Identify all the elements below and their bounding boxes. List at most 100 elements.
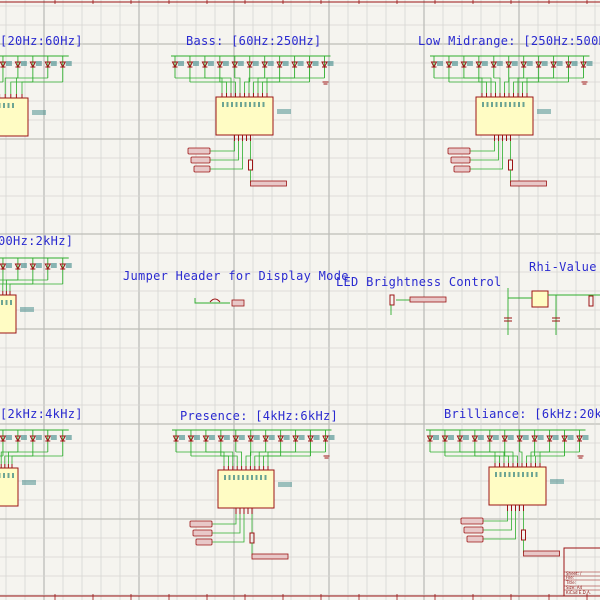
vu-meter-block [0, 429, 72, 507]
label-led-brightness: LED Brightness Control [336, 275, 502, 289]
wire [483, 511, 508, 522]
ground-symbol [581, 81, 588, 85]
ic-pin-label [526, 472, 529, 477]
wire [4, 455, 33, 464]
ic-pin-label [12, 473, 14, 478]
wire [253, 81, 280, 93]
ic-pin-label [3, 103, 5, 108]
led-reference [20, 61, 27, 66]
vu-meter-block [171, 55, 334, 187]
wire [2, 283, 33, 291]
led-reference [433, 435, 439, 440]
hierarchical-label [189, 520, 213, 528]
vu-meter-block [426, 429, 589, 557]
led-reference [192, 61, 199, 66]
wire [430, 451, 496, 463]
ic-pin-label [10, 300, 12, 305]
led-symbol [430, 61, 438, 69]
led-reference [313, 435, 320, 440]
led-reference [283, 435, 290, 440]
led-symbol [59, 61, 67, 69]
resistor [508, 159, 513, 171]
wire [517, 77, 554, 93]
wire [6, 279, 48, 291]
led-symbol [44, 435, 52, 443]
ic-pin-label [228, 475, 231, 480]
led-symbol [29, 263, 37, 271]
led-reference [5, 61, 12, 66]
led-symbol [29, 61, 37, 69]
wire [470, 141, 503, 170]
wire [513, 81, 539, 93]
hierarchical-label [190, 156, 211, 164]
led-reference [567, 435, 574, 440]
ic-pin-label [264, 475, 267, 480]
led-symbol [520, 61, 528, 69]
ground-symbol [577, 455, 584, 459]
wire [478, 81, 496, 93]
led-symbol [231, 61, 239, 69]
label-rhi-value: Rhi-Value C [529, 260, 600, 274]
wire [4, 77, 18, 94]
led-reference [268, 435, 275, 440]
section-title-brilliance: Brilliance: [6kHz:20kHz] [444, 407, 600, 421]
wire [535, 455, 565, 463]
led-reference [586, 61, 593, 66]
led-symbol [14, 61, 22, 69]
led-reference [238, 435, 245, 440]
potentiometer [588, 295, 594, 307]
led-symbol [171, 61, 179, 69]
ic-pin-label [531, 472, 533, 477]
led-symbol [322, 435, 329, 443]
led-reference [507, 435, 514, 440]
title-block-sheet: Sheet: / [566, 571, 582, 576]
wire [504, 81, 509, 93]
led-reference [35, 61, 42, 66]
ic-pin-label [255, 475, 258, 480]
wire [245, 455, 251, 466]
ic-pin-label [244, 102, 247, 107]
wire [522, 81, 569, 93]
hierarchical-label [447, 147, 471, 155]
led-symbol [277, 435, 284, 443]
ic-reference [277, 109, 291, 114]
wire [210, 141, 243, 170]
section-title-low-midrange: Low Midrange: [250Hz:500Hz] [418, 34, 600, 48]
wire [483, 511, 512, 531]
led-reference [223, 435, 230, 440]
wire [539, 451, 580, 463]
led-reference [556, 61, 563, 66]
ic-pin-label [508, 472, 511, 477]
hierarchical-label [450, 156, 471, 164]
led-symbol [246, 61, 254, 69]
wire [220, 455, 238, 466]
wire [204, 77, 232, 93]
ic-pin-label [499, 472, 502, 477]
led-symbol [276, 61, 283, 69]
led-reference [237, 61, 244, 66]
ic-pin-label [0, 473, 1, 478]
ic-pin-label [251, 475, 253, 480]
led-reference [35, 435, 42, 440]
led-symbol [546, 435, 553, 443]
ic-pin-label [504, 102, 507, 107]
led-reference [582, 435, 589, 440]
led-symbol [426, 435, 434, 443]
led-symbol [576, 435, 583, 443]
led-symbol [44, 61, 52, 69]
led-reference [451, 61, 458, 66]
global-label [523, 550, 560, 557]
vu-meter-block [0, 55, 72, 137]
vu-meter-block [172, 429, 335, 560]
led-reference [298, 435, 305, 440]
ic-pin-label [246, 475, 249, 480]
led-symbol [550, 61, 557, 69]
ic-pin-label [233, 475, 235, 480]
ic-pin-label [237, 475, 240, 480]
wire [189, 81, 227, 93]
wire [11, 455, 63, 464]
ground-symbol [323, 455, 330, 459]
ic-reference [550, 479, 564, 484]
